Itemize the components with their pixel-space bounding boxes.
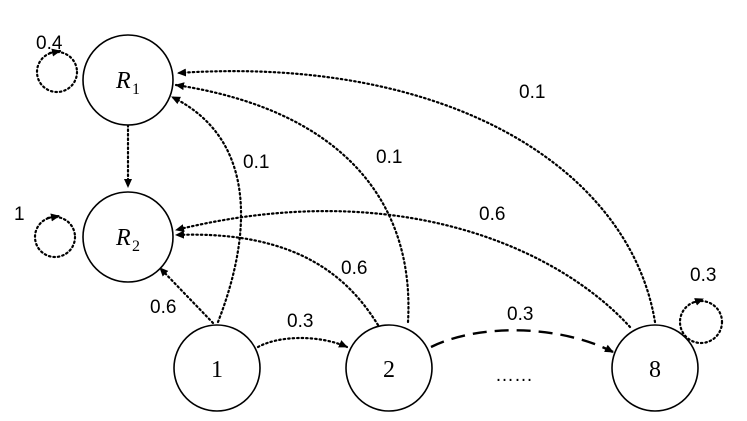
edge-n8-r1 (176, 68, 657, 324)
node-2: 2 (345, 324, 433, 412)
node-r2: R 2 (82, 191, 174, 283)
node-1: 1 (173, 324, 261, 412)
node-8: 8 (611, 324, 699, 412)
node-r2-subscript: 2 (132, 238, 140, 255)
node-8-label: 8 (649, 357, 661, 383)
edge-n2-r2 (174, 230, 380, 327)
r2-self-loop (33, 213, 77, 259)
node-2-label: 2 (383, 357, 395, 383)
label-n1-r2: 0.6 (150, 297, 176, 318)
n8-self-loop (678, 297, 724, 345)
label-n2-r1: 0.1 (376, 147, 402, 168)
label-n1-r1: 0.1 (243, 152, 269, 173)
edge-n8-r2 (174, 210, 632, 329)
label-n8-r1: 0.1 (519, 82, 545, 103)
edge-n1-n2 (256, 336, 349, 349)
label-r1-self: 0.4 (36, 33, 63, 54)
node-r1-label: R (115, 68, 131, 94)
edge-n1-r2 (158, 266, 215, 325)
label-n8-r2: 0.6 (479, 204, 505, 225)
node-r1-subscript: 1 (132, 81, 140, 98)
edge-n1-r1 (170, 95, 243, 324)
label-n8-self: 0.3 (690, 265, 716, 286)
node-1-label: 1 (211, 357, 223, 383)
ellipsis: …… (495, 365, 533, 386)
r1-self-loop (35, 48, 79, 94)
label-n1-n2: 0.3 (287, 311, 313, 332)
node-r1: R 1 (82, 34, 174, 126)
label-r2-self: 1 (14, 204, 25, 225)
label-n2-n8: 0.3 (507, 304, 533, 325)
label-n2-r2: 0.6 (341, 258, 367, 279)
node-r2-label: R (115, 225, 131, 251)
edge-n2-n8 (430, 329, 614, 354)
edge-n2-r1 (174, 82, 410, 324)
